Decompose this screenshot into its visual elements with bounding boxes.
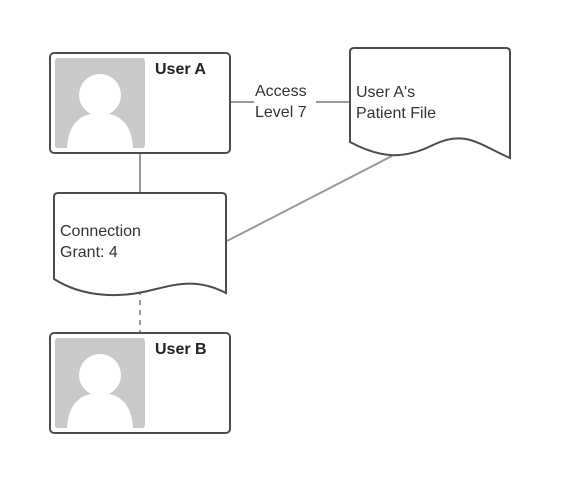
user-b-card[interactable]: User B (49, 332, 231, 434)
access-level-line1: Access (255, 83, 307, 100)
connection-grant-line1: Connection (60, 223, 141, 240)
connection-grant-shape (53, 192, 227, 297)
connection-grant-line2: Grant: 4 (60, 244, 118, 261)
connector-connection-patientfile (226, 155, 393, 242)
patient-file-line2: Patient File (356, 105, 436, 122)
user-a-card[interactable]: User A (49, 52, 231, 154)
user-b-name: User B (155, 341, 207, 358)
user-avatar-icon (55, 58, 145, 148)
patient-file-document[interactable]: User A's Patient File (349, 47, 511, 160)
access-level-line2: Level 7 (255, 104, 307, 121)
patient-file-shape (349, 47, 511, 160)
user-avatar-icon (55, 338, 145, 428)
user-a-name: User A (155, 61, 206, 78)
connection-grant-document[interactable]: Connection Grant: 4 (53, 192, 227, 297)
access-level-label: Access Level 7 (255, 83, 307, 121)
patient-file-line1: User A's (356, 84, 415, 101)
